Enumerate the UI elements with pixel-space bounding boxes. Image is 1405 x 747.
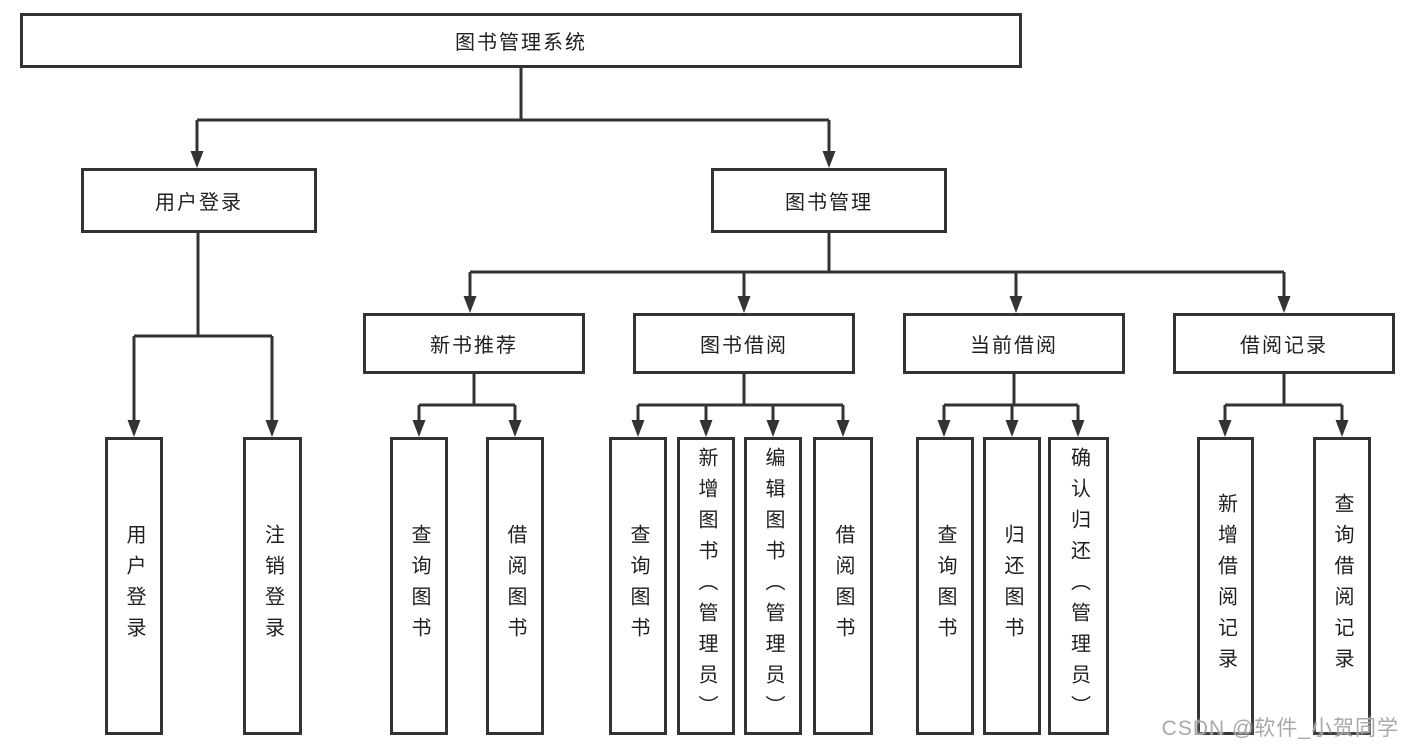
csdn-watermark: CSDN @软件_小贺同学 bbox=[1161, 717, 1399, 740]
node-current-borrowing: 当前借阅 bbox=[903, 313, 1125, 374]
leaf-add-borrow-record: 新增借阅记录 bbox=[1197, 437, 1254, 735]
leaf-confirm-return-admin: 确认归还（管理员） bbox=[1048, 437, 1109, 735]
leaf-query-books-current: 查询图书 bbox=[916, 437, 974, 735]
leaf-query-books-borrow: 查询图书 bbox=[609, 437, 667, 735]
leaf-query-books-recommend: 查询图书 bbox=[390, 437, 448, 735]
node-book-management: 图书管理 bbox=[711, 168, 947, 233]
node-library-management-system: 图书管理系统 bbox=[20, 13, 1022, 68]
connector-path bbox=[132, 68, 1344, 424]
leaf-return-book: 归还图书 bbox=[983, 437, 1041, 735]
leaf-add-book-admin: 新增图书（管理员） bbox=[677, 437, 735, 735]
node-book-borrowing: 图书借阅 bbox=[633, 313, 855, 374]
leaf-user-login: 用户登录 bbox=[105, 437, 163, 735]
leaf-query-borrow-record: 查询借阅记录 bbox=[1313, 437, 1371, 735]
node-borrowing-records: 借阅记录 bbox=[1173, 313, 1395, 374]
node-user-login: 用户登录 bbox=[81, 168, 317, 233]
leaf-borrow-books-recommend: 借阅图书 bbox=[486, 437, 544, 735]
leaf-logout: 注销登录 bbox=[243, 437, 302, 735]
node-new-book-recommend: 新书推荐 bbox=[363, 313, 585, 374]
arrow-down-icons bbox=[127, 151, 1349, 437]
leaf-edit-book-admin: 编辑图书（管理员） bbox=[744, 437, 802, 735]
leaf-borrow-books: 借阅图书 bbox=[813, 437, 873, 735]
